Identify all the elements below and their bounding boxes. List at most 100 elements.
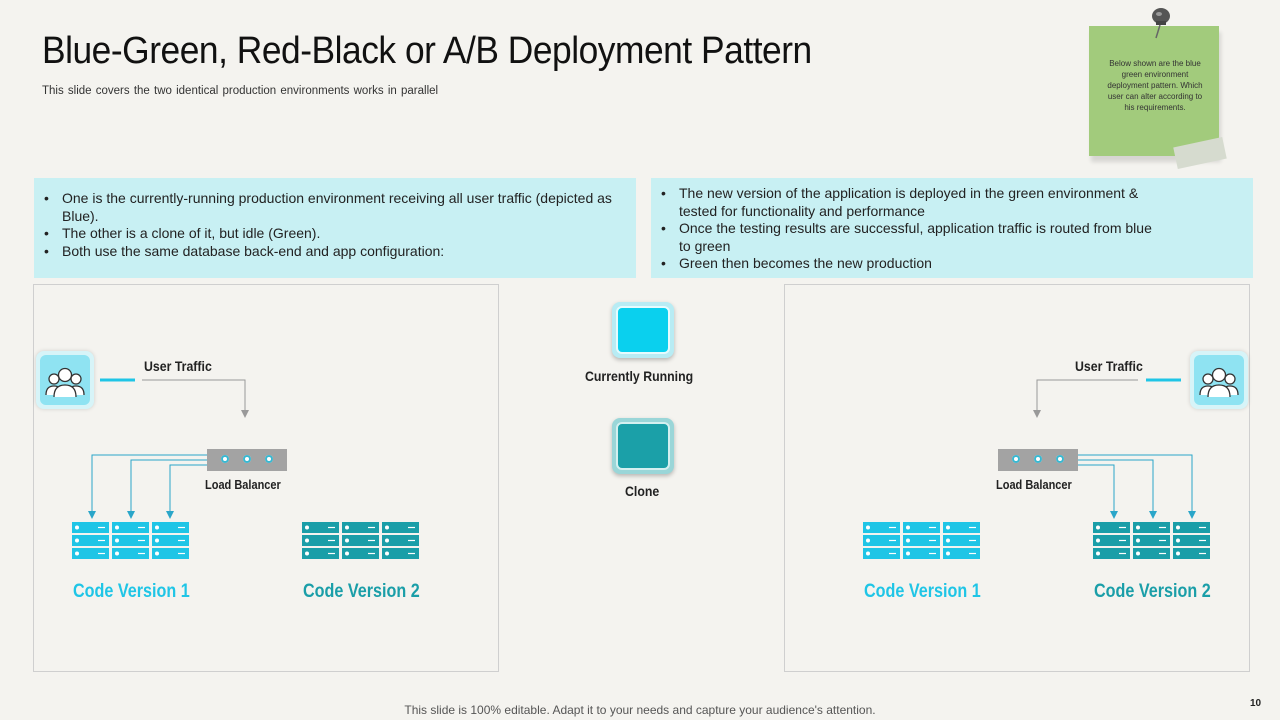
right-bullet-item: Once the testing results are successful,…	[659, 220, 1159, 255]
server-led	[866, 551, 870, 556]
server-led	[946, 525, 950, 530]
server-led	[115, 525, 119, 530]
server-unit	[903, 522, 940, 533]
server-unit	[112, 522, 149, 533]
users-icon	[1190, 351, 1248, 409]
server-led	[1176, 538, 1180, 543]
pushpin-icon	[1152, 8, 1170, 39]
server-led	[385, 538, 389, 543]
server-unit	[382, 548, 419, 559]
server-led	[1136, 525, 1140, 530]
server-led	[906, 551, 910, 556]
server-unit	[72, 535, 109, 546]
server-rack-icon	[72, 522, 189, 559]
server-led	[155, 525, 159, 530]
server-unit	[302, 535, 339, 546]
left-bullet-item: Both use the same database back-end and …	[42, 243, 620, 261]
server-unit	[1093, 522, 1130, 533]
server-unit	[112, 535, 149, 546]
traffic-arrow	[1033, 379, 1138, 418]
user-traffic-label: User Traffic	[144, 358, 212, 374]
right-diagram-panel	[784, 284, 1250, 672]
server-led	[305, 525, 309, 530]
server-unit	[863, 535, 900, 546]
server-unit	[863, 522, 900, 533]
load-balancer-label: Load Balancer	[996, 478, 1072, 492]
server-led	[1096, 551, 1100, 556]
server-rack-icon	[1093, 522, 1210, 559]
server-unit	[1133, 535, 1170, 546]
lb-arrow	[127, 459, 207, 519]
load-balancer-label: Load Balancer	[205, 478, 281, 492]
server-led	[1176, 525, 1180, 530]
server-unit	[382, 522, 419, 533]
server-unit	[1173, 535, 1210, 546]
server-led	[305, 551, 309, 556]
server-unit	[1093, 548, 1130, 559]
server-led	[866, 525, 870, 530]
server-unit	[943, 522, 980, 533]
server-unit	[943, 548, 980, 559]
server-unit	[152, 535, 189, 546]
server-unit	[302, 522, 339, 533]
server-led	[1136, 538, 1140, 543]
server-unit	[1133, 548, 1170, 559]
server-unit	[943, 535, 980, 546]
right-bullet-panel: The new version of the application is de…	[651, 178, 1253, 278]
server-led	[115, 551, 119, 556]
code-version-2-label: Code Version 2	[1094, 581, 1211, 602]
server-led	[1096, 525, 1100, 530]
server-unit	[152, 548, 189, 559]
sticky-note-text: Below shown are the blue green environme…	[1107, 59, 1203, 112]
slide-subtitle: This slide covers the two identical prod…	[42, 85, 439, 97]
left-diagram-panel	[33, 284, 499, 672]
right-bullet-item: Green then becomes the new production	[659, 255, 1237, 273]
server-unit	[112, 548, 149, 559]
lb-arrow	[1078, 459, 1157, 519]
server-led	[946, 551, 950, 556]
server-rack-icon	[302, 522, 419, 559]
server-led	[906, 525, 910, 530]
server-led	[385, 525, 389, 530]
load-balancer-icon	[207, 449, 287, 471]
left-bullet-item: The other is a clone of it, but idle (Gr…	[42, 225, 620, 243]
server-unit	[1133, 522, 1170, 533]
server-led	[155, 538, 159, 543]
server-led	[155, 551, 159, 556]
server-led	[75, 525, 79, 530]
server-unit	[863, 548, 900, 559]
code-version-2-label: Code Version 2	[303, 581, 420, 602]
server-unit	[302, 548, 339, 559]
server-led	[115, 538, 119, 543]
sticky-note: Below shown are the blue green environme…	[1089, 26, 1219, 156]
server-led	[345, 551, 349, 556]
server-led	[946, 538, 950, 543]
left-bullet-item: One is the currently-running production …	[42, 190, 620, 225]
lb-arrow	[1078, 454, 1196, 519]
server-led	[385, 551, 389, 556]
lb-arrow	[1078, 464, 1118, 519]
code-version-1-label: Code Version 1	[864, 581, 981, 602]
clone-label: Clone	[625, 483, 660, 499]
currently-running-label: Currently Running	[585, 368, 694, 384]
page-number: 10	[1250, 698, 1262, 709]
server-rack-icon	[863, 522, 980, 559]
server-unit	[1093, 535, 1130, 546]
server-led	[1096, 538, 1100, 543]
lb-arrow	[88, 454, 207, 519]
lb-arrow	[166, 464, 207, 519]
slide-title: Blue-Green, Red-Black or A/B Deployment …	[42, 30, 812, 72]
server-unit	[1173, 548, 1210, 559]
clone-swatch	[612, 418, 674, 474]
server-led	[75, 538, 79, 543]
user-traffic-label: User Traffic	[1075, 358, 1143, 374]
server-unit	[152, 522, 189, 533]
server-unit	[72, 548, 109, 559]
server-unit	[1173, 522, 1210, 533]
server-led	[866, 538, 870, 543]
server-unit	[342, 548, 379, 559]
server-led	[345, 538, 349, 543]
left-bullet-panel: One is the currently-running production …	[34, 178, 636, 278]
server-led	[1176, 551, 1180, 556]
